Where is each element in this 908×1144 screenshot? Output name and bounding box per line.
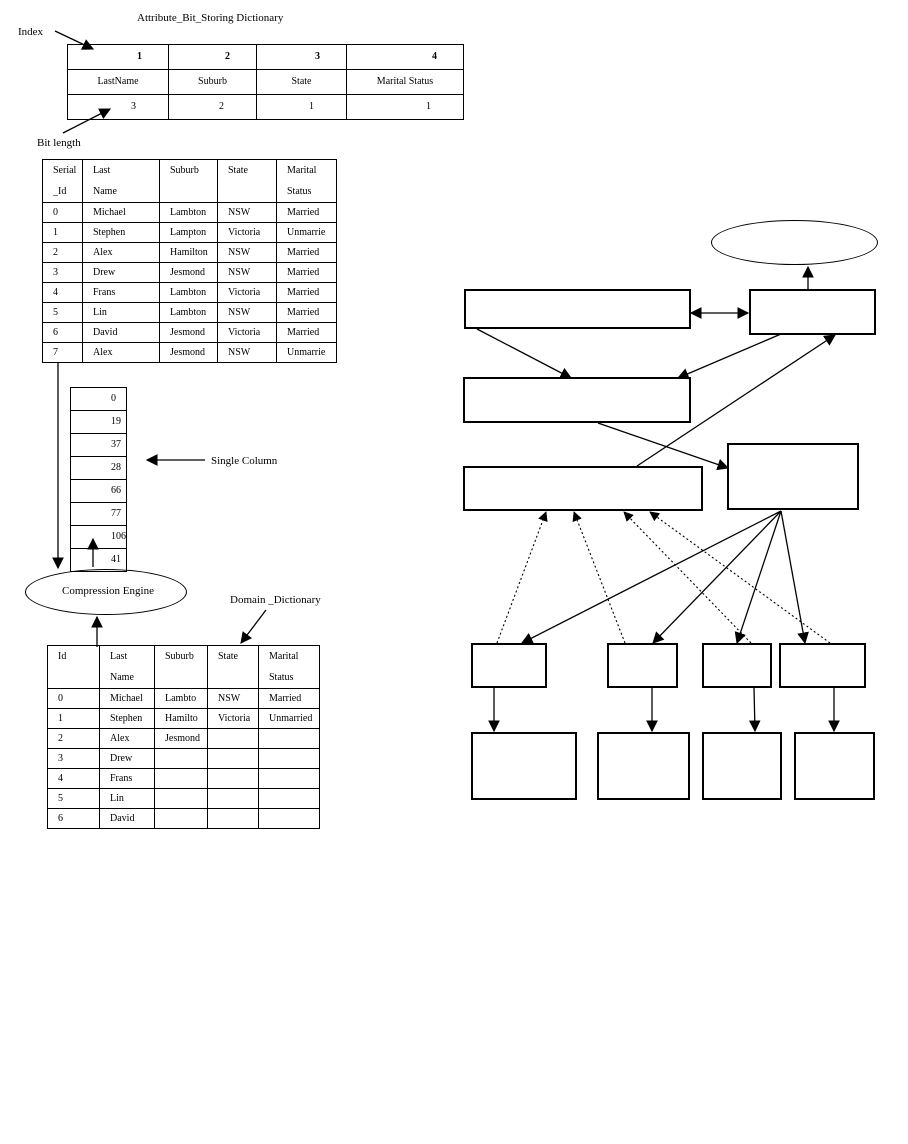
attr-bits-cell: 1 (346, 94, 464, 120)
records-cell: Married (276, 282, 337, 303)
box-small-2 (607, 643, 678, 688)
upper-left-to-mid1 (476, 328, 573, 379)
table-row: 37 (70, 433, 127, 457)
fan-to-small-4 (780, 510, 809, 645)
table-row: 66 (70, 479, 127, 503)
box-bottom-1 (471, 732, 577, 800)
table-row: 28 (70, 456, 127, 480)
header-cell: State (217, 159, 277, 203)
box-bottom-4 (794, 732, 875, 800)
box-mid-right (727, 443, 859, 510)
single-column-cell: 37 (70, 433, 127, 457)
box-small-3 (702, 643, 772, 688)
header-cell: Suburb (159, 159, 218, 203)
single-column-cell: 0 (70, 387, 127, 411)
top-ellipse (711, 220, 878, 265)
attr-name-cell: State (256, 69, 347, 95)
domain-title-arrow (240, 609, 267, 644)
box-bottom-2 (597, 732, 690, 800)
table-row: 77 (70, 502, 127, 526)
dotted-small4-to-mid2 (649, 511, 831, 644)
domain-dict-title: Domain _Dictionary (230, 594, 321, 606)
records-cell: Married (276, 302, 337, 323)
attr-index-row: 1 2 3 4 (67, 44, 464, 70)
box-mid-2 (463, 466, 703, 511)
fan-to-small-2 (652, 510, 782, 644)
bit-length-arrow (62, 108, 112, 134)
table-row: 19 (70, 410, 127, 434)
compression-engine-ellipse (25, 569, 187, 615)
header-cell: Id (47, 645, 100, 689)
records-cell: Unmarrie (276, 342, 337, 363)
table-row: 0 (70, 387, 127, 411)
upper-right-to-mid1 (676, 333, 782, 380)
single-column-cell: 28 (70, 456, 127, 480)
index-label: Index (18, 26, 44, 38)
compression-engine-label: Compression Engine (62, 585, 154, 597)
single-column-cell: 77 (70, 502, 127, 526)
dotted-small1-to-mid2 (496, 511, 548, 644)
records-cell: NSW (217, 342, 277, 363)
single-column-cell: 19 (70, 410, 127, 434)
index-arrow (54, 30, 95, 50)
box-upper-left (464, 289, 691, 329)
single-column-cell: 66 (70, 479, 127, 503)
attr-bits-row: 3 2 1 1 (67, 94, 464, 120)
domain-cell (258, 808, 320, 829)
header-cell: Serial_Id (42, 159, 83, 203)
box-bottom-3 (702, 732, 782, 800)
dotted-small3-to-mid2 (623, 511, 752, 644)
box-upper-right (749, 289, 876, 335)
dotted-small2-to-mid2 (572, 511, 626, 644)
single-column-label: Single Column (211, 455, 278, 467)
fan-to-small-3 (734, 510, 782, 645)
mid2-to-upper-right (636, 334, 836, 467)
box-small-1 (471, 643, 547, 688)
bit-length-label: Bit length (37, 137, 81, 149)
attr-index-cell: 4 (346, 44, 464, 70)
mid1-to-midright (597, 422, 730, 471)
attr-bits-cell: 3 (67, 94, 169, 120)
small3-to-bottom3 (748, 687, 761, 733)
box-small-4 (779, 643, 866, 688)
attribute-bit-table: 1 2 3 4 LastName Suburb State Marital St… (67, 44, 464, 120)
attr-name-cell: Marital Status (346, 69, 464, 95)
fan-to-small-1 (520, 510, 782, 644)
box-mid-1 (463, 377, 691, 423)
domain-cell: 6 (47, 808, 100, 829)
attr-index-cell: 3 (256, 44, 347, 70)
attr-bits-cell: 1 (256, 94, 347, 120)
attr-dict-title: Attribute_Bit_Storing Dictionary (137, 12, 284, 24)
